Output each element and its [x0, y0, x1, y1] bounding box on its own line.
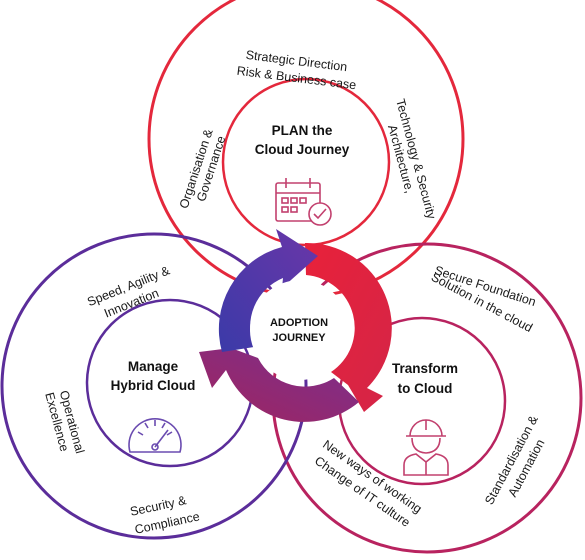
center-label-line2: JOURNEY — [272, 332, 326, 344]
center-hub — [250, 280, 350, 380]
engineer-icon — [403, 419, 449, 476]
center-label-line1: ADOPTION — [270, 317, 328, 329]
manage-title-line2: Hybrid Cloud — [111, 378, 196, 393]
manage-outer-ring — [0, 232, 308, 540]
transform-title-line2: to Cloud — [398, 381, 453, 396]
plan-inner-ring — [221, 77, 391, 247]
calendar-check-icon — [275, 178, 332, 226]
gauge-icon — [128, 418, 182, 453]
manage-title-line1: Manage — [128, 359, 179, 374]
plan-title-line2: Cloud Journey — [255, 142, 350, 157]
cycle-arrow-red — [305, 242, 392, 412]
cycle-arrow-blue — [218, 229, 318, 352]
transform-title-line1: Transform — [392, 361, 458, 376]
plan-title-line1: PLAN the — [272, 123, 333, 138]
cycle-arrow-purple — [199, 348, 359, 422]
